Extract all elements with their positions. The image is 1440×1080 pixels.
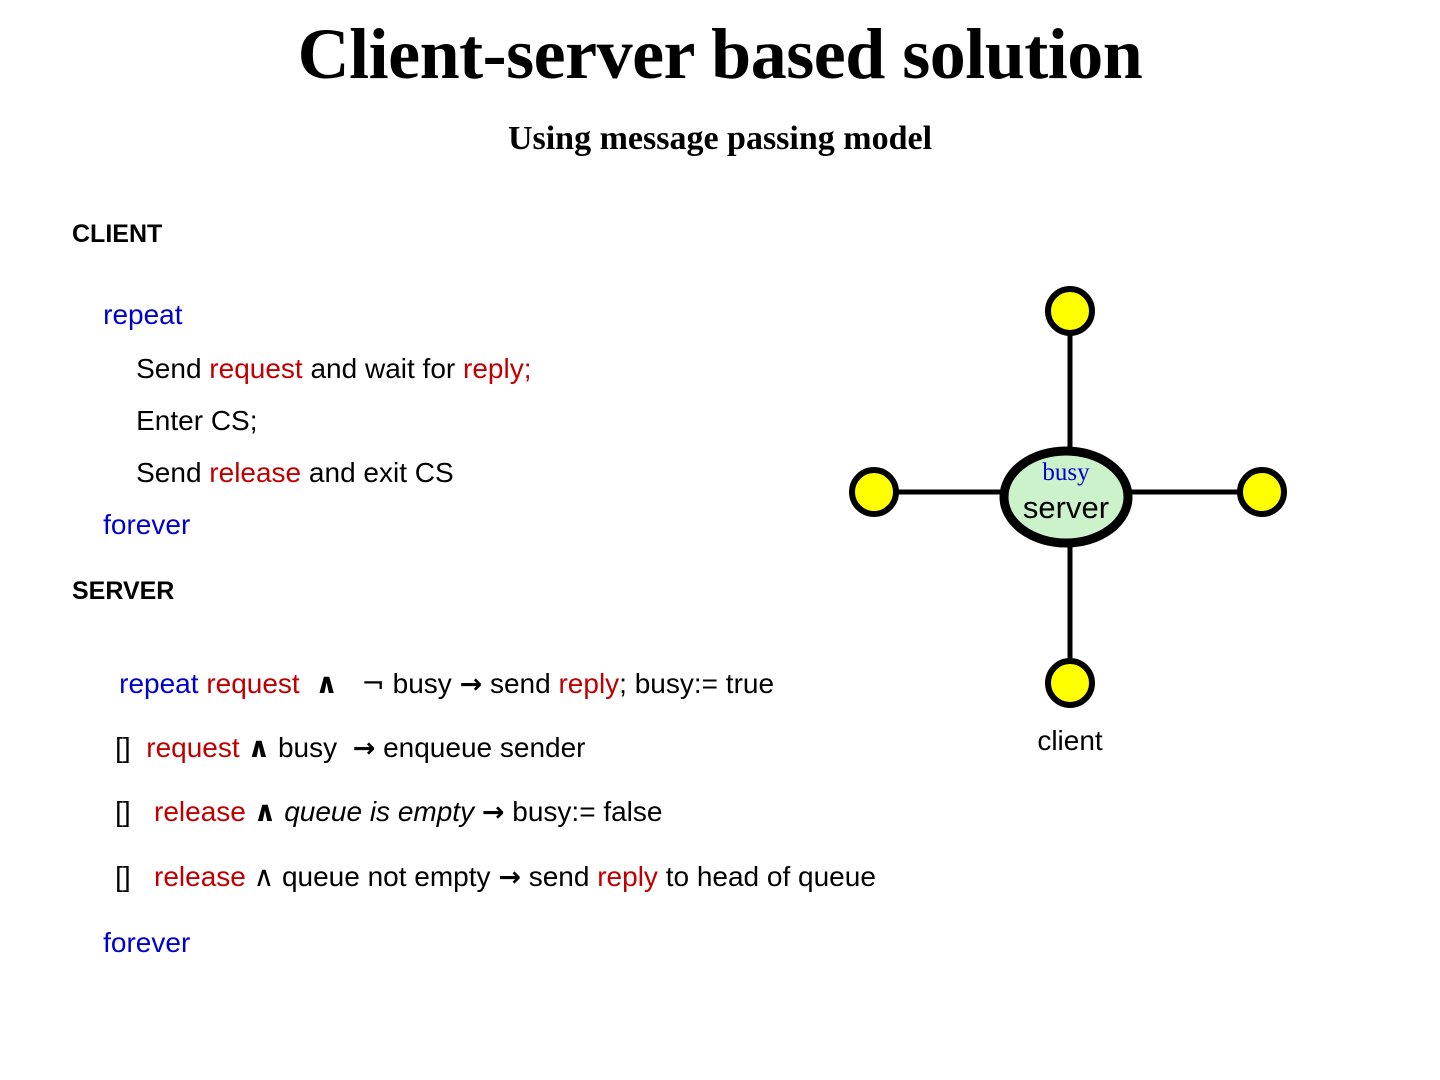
keyword-forever: forever (103, 509, 191, 540)
implies-arrow-icon: → (498, 862, 521, 893)
server-cmd2-guard-message: request (146, 732, 240, 763)
spacer (274, 861, 282, 892)
client-node-label: client (1037, 725, 1103, 756)
server-cmd3-condition: queue is empty (284, 796, 475, 827)
server-cmd4-condition: queue not empty (281, 861, 491, 892)
spacer (246, 861, 254, 892)
client-node-bottom[interactable] (1045, 658, 1095, 708)
server-guarded-command-4: [] release ∧ queue not empty → send repl… (84, 835, 876, 919)
client-node-right[interactable] (1237, 467, 1287, 517)
guard-marker-2: [] (115, 732, 131, 763)
server-cmd1-guard-message: request (206, 668, 300, 699)
logical-and-icon: ∧ (253, 795, 277, 828)
server-guarded-command-3: [] release ∧ queue is empty → busy:= fal… (84, 770, 662, 854)
server-node[interactable] (999, 446, 1133, 548)
server-cmd2-condition: busy (277, 732, 338, 763)
client-statement-2: Enter CS; (105, 379, 258, 463)
server-cmd3-action: busy:= false (512, 796, 663, 827)
server-cmd1-condition: busy (392, 668, 452, 699)
guard-marker-4: [] (115, 861, 131, 892)
server-cmd4-action-message: reply (597, 861, 658, 892)
client-stmt3-message-release: release (209, 457, 302, 488)
server-section-heading: SERVER (72, 577, 175, 605)
spacer (521, 861, 529, 892)
spacer (375, 732, 383, 763)
spacer (338, 668, 361, 699)
server-forever-keyword: forever (72, 901, 190, 985)
client-stmt1-post: ; (523, 353, 532, 384)
implies-arrow-icon: → (459, 669, 483, 700)
spacer (474, 796, 482, 827)
client-server-diagram: busy server client (830, 270, 1320, 770)
page-title: Client-server based solution (297, 14, 1143, 94)
spacer (482, 668, 490, 699)
spacer (131, 861, 154, 892)
spacer (385, 668, 393, 699)
server-guarded-command-2: [] request ∧ busy → enqueue sender (84, 706, 586, 790)
implies-arrow-icon: → (352, 733, 376, 764)
client-section-heading: CLIENT (72, 220, 163, 248)
client-stmt3-mid: and exit CS (301, 457, 454, 488)
server-cmd4-action-pre: send (528, 861, 598, 892)
server-cmd2-action: enqueue sender (383, 732, 586, 763)
server-state-label: busy (1042, 459, 1090, 486)
server-cmd1-action-post: ; busy:= true (619, 668, 775, 699)
client-statement-3: Send release and exit CS (105, 431, 454, 515)
server-cmd1-action-pre: send (489, 668, 559, 699)
server-cmd3-guard-message: release (154, 796, 246, 827)
keyword-repeat-server: repeat (119, 668, 199, 699)
spacer (246, 796, 254, 827)
logical-and-icon: ∧ (253, 860, 275, 893)
implies-arrow-icon: → (481, 797, 505, 828)
spacer (337, 732, 353, 763)
spacer (300, 668, 316, 699)
client-node-left[interactable] (849, 467, 899, 517)
client-stmt1-message-reply: reply (463, 353, 524, 384)
server-cmd4-action-post: to head of queue (657, 861, 876, 892)
client-stmt1-pre: Send (136, 353, 210, 384)
client-stmt3-pre: Send (136, 457, 210, 488)
spacer (131, 796, 154, 827)
keyword-repeat: repeat (103, 299, 183, 330)
logical-not-icon: ¬ (361, 667, 385, 700)
server-name-label: server (1023, 490, 1109, 525)
spacer (270, 732, 278, 763)
page-subtitle: Using message passing model (507, 120, 933, 157)
spacer (131, 732, 147, 763)
client-stmt2-text: Enter CS; (136, 405, 258, 436)
logical-and-icon: ∧ (247, 731, 271, 764)
keyword-forever-server: forever (103, 927, 191, 958)
server-cmd4-guard-message: release (154, 861, 246, 892)
client-forever-keyword: forever (72, 483, 190, 567)
server-cmd1-action-message: reply (558, 668, 620, 699)
client-repeat-keyword: repeat (72, 273, 183, 357)
client-stmt1-message-request: request (209, 353, 303, 384)
client-statement-1: Send request and wait for reply; (105, 327, 532, 411)
server-guarded-command-1: repeat request ∧ ¬ busy → send reply; bu… (88, 642, 774, 726)
guard-marker-3: [] (115, 796, 131, 827)
logical-and-icon: ∧ (315, 667, 339, 700)
client-stmt1-mid: and wait for (302, 353, 464, 384)
client-node-top[interactable] (1045, 286, 1095, 336)
spacer (452, 668, 460, 699)
